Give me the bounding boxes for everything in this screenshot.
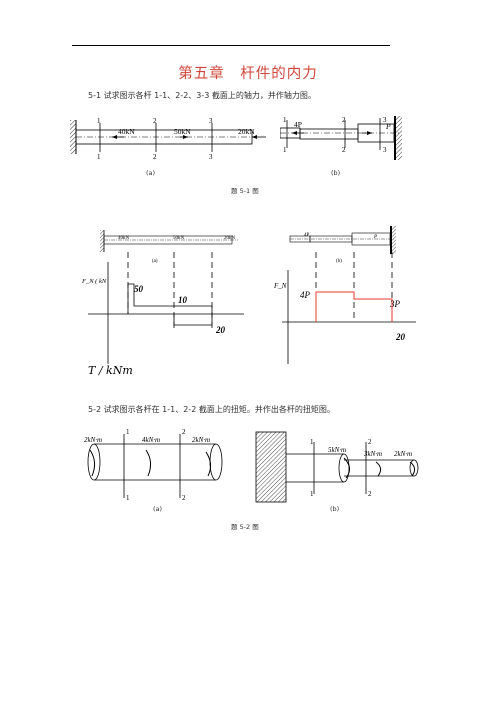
shaft-right-end [209, 443, 223, 481]
small-load-40: 40kN [118, 236, 130, 241]
load-p-label: P [385, 122, 391, 131]
load-p-arrow [367, 131, 372, 135]
torque-arrow-3 [375, 461, 382, 477]
section-1-bottom: 1 [310, 490, 314, 498]
section-3-bottom: 3 [383, 146, 387, 154]
section-1-top: 1 [97, 117, 101, 125]
value-10: 10 [178, 295, 188, 305]
red-force-line [315, 291, 393, 322]
torque-label-3: 3kN·m [363, 450, 382, 458]
wall-hatch [396, 116, 402, 160]
section-3-top: 3 [209, 117, 213, 125]
section-2-top: 2 [342, 116, 346, 124]
section-2-bottom: 2 [368, 490, 372, 498]
section-1-top: 1 [310, 438, 314, 446]
section-marks [286, 118, 381, 150]
caption-5-1b: (b) [331, 169, 341, 177]
section-marks [123, 434, 181, 498]
value-20-b: 20 [395, 332, 406, 342]
caption-5-2a: (a) [153, 505, 163, 513]
figure-5-2b: 1 1 2 2 5kN·m 3kN·m 2kN·m [255, 431, 419, 503]
figure-5-2a: 1 1 2 2 2kN·m 4kN·m 2kN·m [84, 428, 223, 502]
caption-5-2b: (b) [330, 505, 340, 513]
value-20: 20 [215, 325, 226, 335]
torque-label-left: 2kN·m [84, 436, 102, 444]
small-load-4p: 4P [304, 233, 310, 238]
section-2-bottom: 2 [182, 494, 186, 502]
section-2-top: 2 [368, 438, 372, 446]
fixed-wall [255, 431, 287, 503]
torque-arrow-middle [145, 449, 152, 477]
figure-caption-5-2: 题 5-2 图 [231, 523, 259, 531]
header-rule [72, 45, 390, 46]
figure-5-1b: 1 1 2 2 3 3 4P P [280, 116, 402, 160]
value-4p: 4P [300, 290, 311, 300]
guide-lines [315, 252, 393, 322]
torque-arrow-left [89, 449, 96, 477]
section-2-top: 2 [153, 117, 157, 125]
section-1-top: 1 [283, 116, 287, 124]
section-1-bottom: 1 [126, 494, 130, 502]
problem-5-1-text: 5-1 试求图示各杆 1-1、2-2、3-3 截面上的轴力，并作轴力图。 [88, 91, 316, 100]
load-20-arrow [252, 135, 257, 139]
load-4p-label: 4P [294, 120, 302, 129]
torque-arrow-5 [343, 457, 350, 479]
section-2-top: 2 [182, 428, 186, 436]
small-load-20: 20kN [224, 236, 236, 241]
section-marks [99, 123, 213, 152]
middle-segment [299, 128, 359, 140]
torque-axis-label: T / kNm [88, 364, 133, 377]
small-load-50: 50kN [173, 236, 185, 241]
axis-label-b: F_N [273, 282, 287, 290]
torque-label-5: 5kN·m [328, 446, 346, 454]
value-3p: 3P [389, 299, 401, 309]
torque-label-right: 2kN·m [192, 436, 210, 444]
load-20-label: 20kN [238, 127, 255, 136]
figure-5-1a: 1 1 2 2 3 3 40kN 50kN 20kN [70, 117, 266, 161]
section-1-bottom: 1 [283, 146, 287, 154]
section-3-top: 3 [383, 116, 387, 124]
torque-arrow-right [205, 451, 212, 477]
negative-segment [173, 314, 213, 326]
torque-arrow-2 [409, 461, 416, 477]
load-50-arrow [183, 135, 188, 139]
figure-caption-5-1: 题 5-1 图 [231, 187, 259, 195]
load-40-arrow [112, 135, 117, 139]
section-marks [313, 442, 367, 494]
positive-segments [127, 283, 213, 314]
axial-force-diagram-a: 40kN 50kN 20kN (a) F_N ( kN 50 10 20 [81, 230, 244, 364]
section-2-bottom: 2 [342, 146, 346, 154]
section-1-top: 1 [126, 428, 130, 436]
section-3-bottom: 3 [209, 153, 213, 161]
section-1-bottom: 1 [97, 153, 101, 161]
shaft-right-end [409, 459, 419, 477]
small-caption-a: (a) [152, 259, 158, 264]
small-caption-b: (b) [336, 259, 342, 264]
caption-5-1a: (a) [146, 169, 156, 177]
load-4p-arrow [292, 131, 297, 135]
load-50-label: 50kN [174, 127, 191, 136]
wall-hatch [70, 120, 76, 154]
small-load-p: P [373, 235, 377, 240]
torque-label-2: 2kN·m [394, 450, 412, 458]
section-2-bottom: 2 [153, 153, 157, 161]
torque-label-middle: 4kN·m [142, 436, 160, 444]
problem-5-2-text: 5-2 试求图示各杆在 1-1、2-2 截面上的扭矩。并作出各杆的扭矩图。 [88, 405, 335, 414]
value-50: 50 [134, 284, 144, 294]
load-40-label: 40kN [118, 127, 135, 136]
chapter-title: 第五章 杆件的内力 [178, 66, 318, 82]
axial-force-diagram-b: 4P P (b) F_N 4P 3P 20 [273, 226, 416, 364]
axis-label-a: F_N ( kN [81, 278, 107, 285]
